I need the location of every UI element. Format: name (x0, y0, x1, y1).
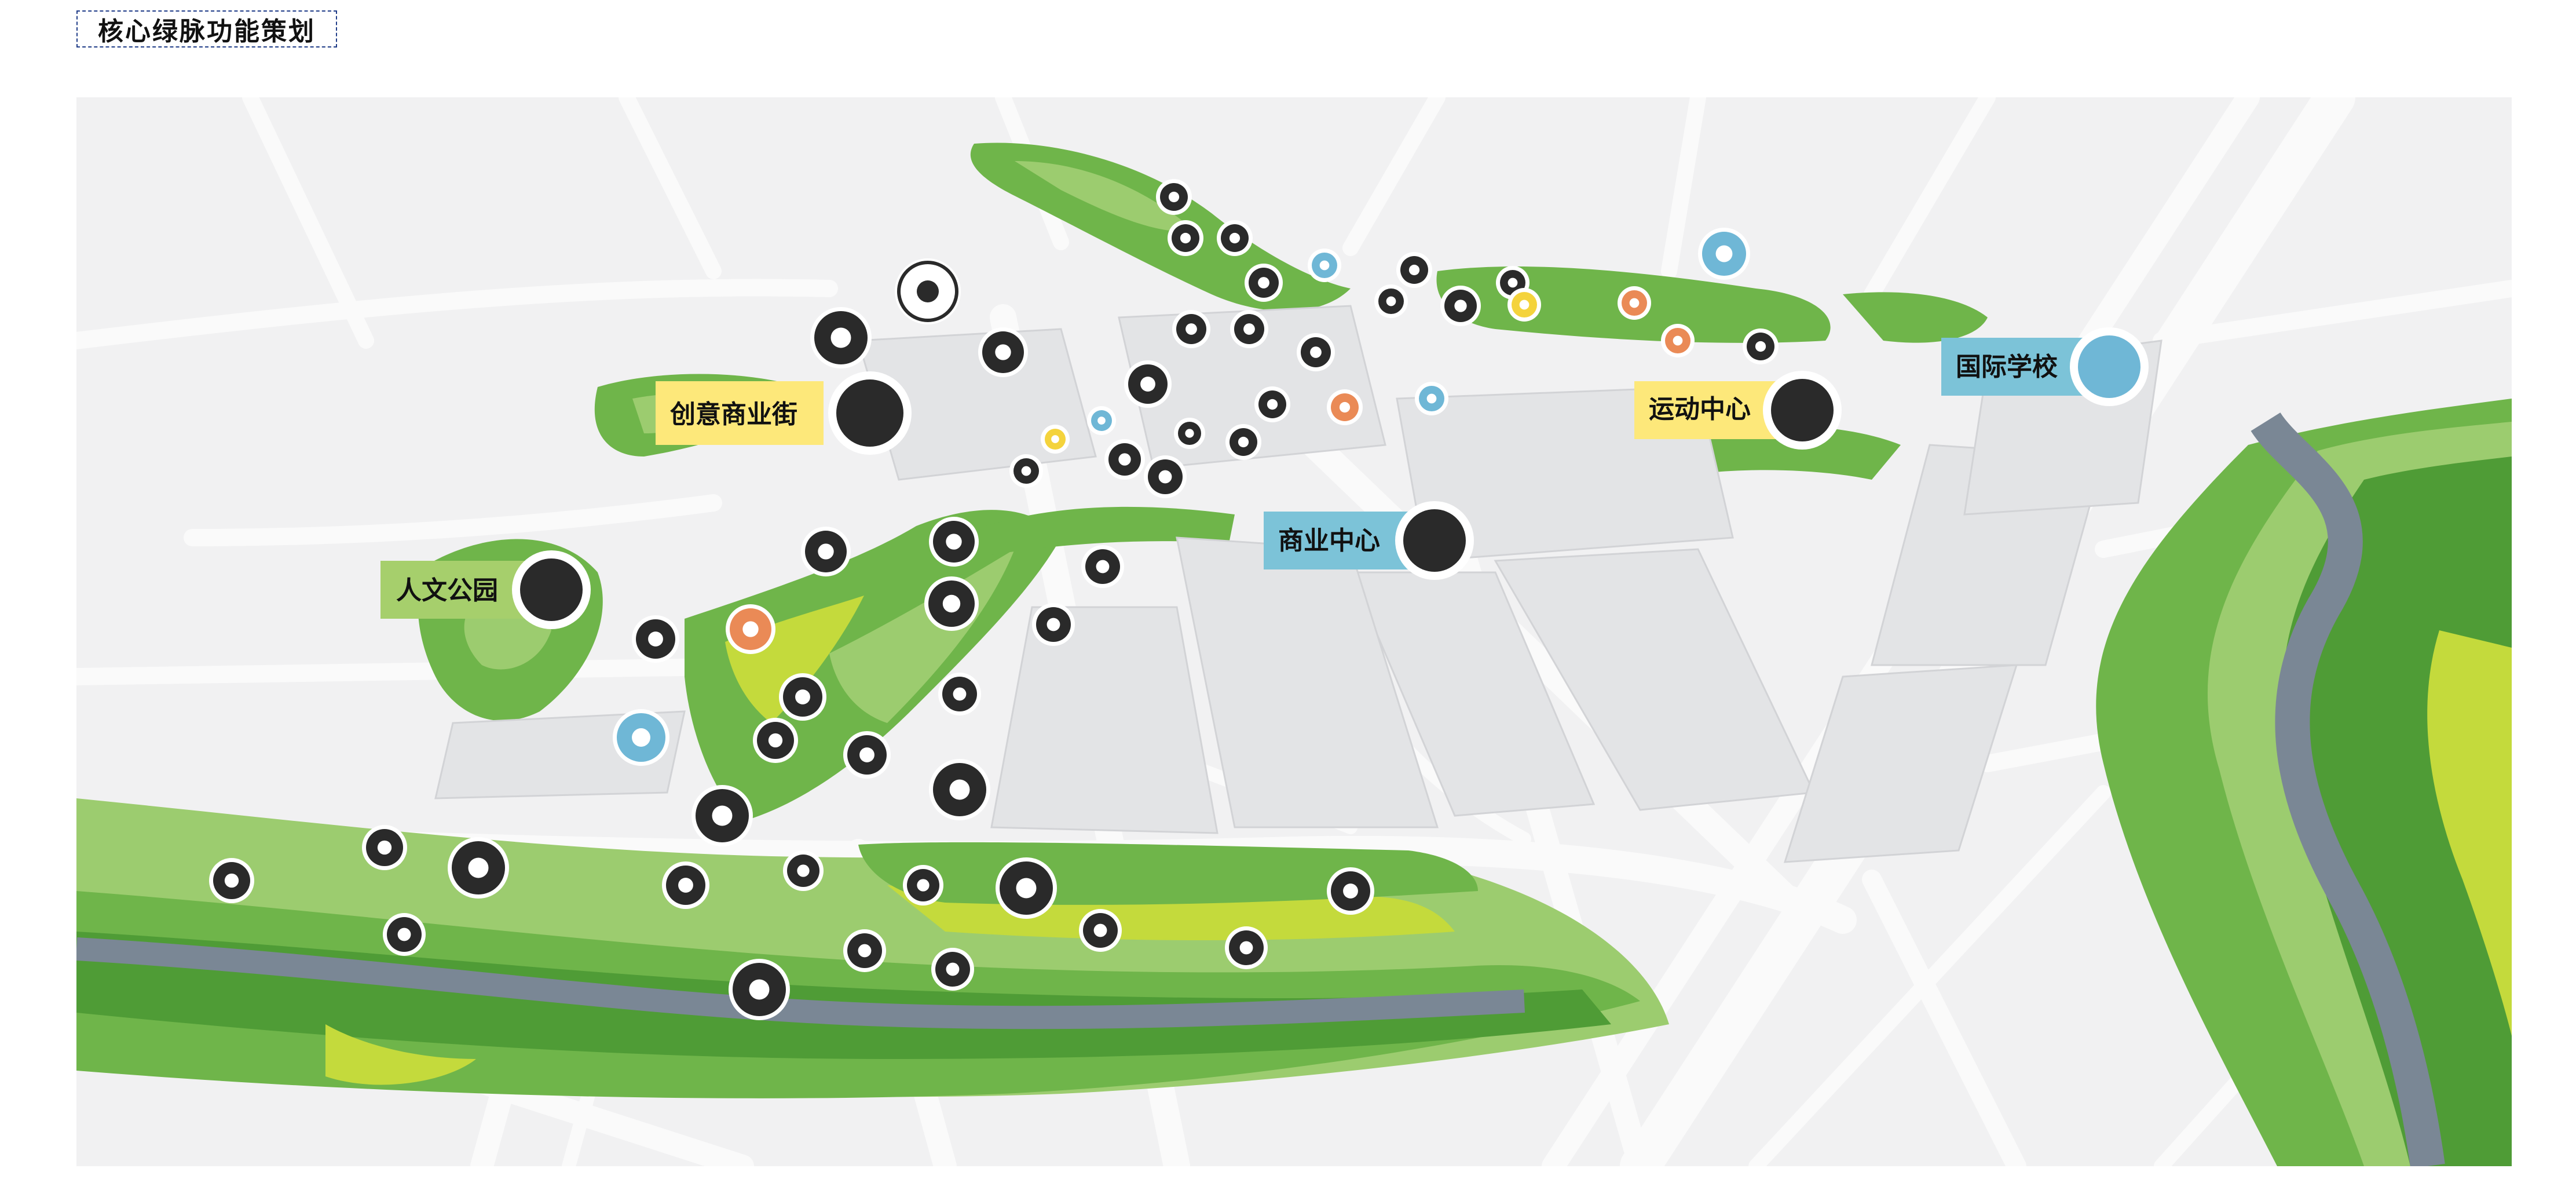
stage-icon[interactable] (1172, 310, 1210, 348)
water-waves-icon[interactable] (1308, 249, 1341, 282)
label-creative-street[interactable]: 创意商业街 (656, 371, 912, 455)
label-culture-park-text: 人文公园 (396, 576, 498, 605)
page-title: 核心绿脉功能策划 (76, 10, 337, 48)
label-international-school-text: 国际学校 (1956, 352, 2058, 382)
globe-icon[interactable] (209, 858, 254, 903)
shopping-cart-icon[interactable] (691, 785, 753, 846)
school-building-icon (2078, 335, 2140, 398)
running-person-icon (1771, 379, 1834, 441)
tie-icon[interactable] (613, 709, 669, 766)
flower-icon[interactable] (1396, 252, 1432, 288)
ladybug-icon[interactable] (1124, 360, 1172, 408)
cherry-icon[interactable] (1079, 909, 1122, 952)
map-canvas[interactable]: 创意商业街 人文公园 商业中心 运动中心 国际学校 (76, 97, 2512, 1166)
camera-icon[interactable] (801, 527, 851, 576)
label-sports-center-text: 运动中心 (1649, 395, 1751, 424)
bowl-icon[interactable] (779, 673, 826, 721)
coffee-cup-icon[interactable] (996, 857, 1057, 919)
chart-up-icon[interactable] (978, 327, 1028, 377)
record-player-icon[interactable] (383, 913, 426, 956)
briefcase-icon[interactable] (448, 837, 509, 899)
cherry-icon[interactable] (1245, 264, 1283, 302)
heart-icon[interactable] (729, 959, 790, 1020)
web-globe-icon[interactable] (810, 307, 872, 368)
restaurant-icon[interactable] (931, 948, 974, 991)
river-green-belt-east (2096, 399, 2512, 1166)
tree-icon (520, 558, 583, 621)
label-business-center[interactable]: 商业中心 (1264, 501, 1474, 580)
label-creative-street-text: 创意商业街 (670, 400, 797, 429)
music-note-icon[interactable] (1618, 286, 1651, 320)
gear-icon[interactable] (1104, 439, 1145, 480)
film-clapper-icon[interactable] (1041, 425, 1070, 454)
label-culture-park[interactable]: 人文公园 (380, 550, 591, 629)
soccer-icon[interactable] (1743, 328, 1779, 364)
chair-icon[interactable] (1225, 424, 1261, 460)
fish-icon[interactable] (1217, 220, 1253, 256)
headphones-icon[interactable] (1327, 389, 1363, 425)
record-player-icon[interactable] (1440, 286, 1481, 326)
pineapple-icon[interactable] (1174, 418, 1205, 449)
music-lyre-icon[interactable] (903, 865, 943, 905)
leaf-star-icon[interactable] (1254, 386, 1290, 422)
flower-icon[interactable] (843, 929, 886, 972)
tree-icon[interactable] (1144, 455, 1187, 498)
gift-box-icon (836, 379, 903, 447)
restaurant-icon[interactable] (1374, 284, 1408, 318)
chart-up-icon[interactable] (783, 850, 824, 891)
label-international-school[interactable]: 国际学校 (1941, 327, 2149, 406)
coffee-cup-icon[interactable] (1168, 220, 1203, 256)
watch-icon[interactable] (753, 718, 798, 763)
video-camera-icon[interactable] (726, 604, 775, 654)
airplane-icon[interactable] (1698, 228, 1750, 280)
globe-icon[interactable] (895, 258, 961, 324)
notebook-icon[interactable] (843, 731, 891, 779)
award-ribbon-icon (1403, 509, 1466, 572)
gift-icon[interactable] (1661, 324, 1695, 357)
cocktail-icon[interactable] (1032, 603, 1075, 646)
water-waves-icon[interactable] (1225, 926, 1268, 969)
money-bag-icon[interactable] (1009, 454, 1043, 488)
building-icon[interactable] (1415, 382, 1448, 415)
ring-icon[interactable] (362, 825, 407, 870)
hiking-icon[interactable] (1507, 288, 1541, 322)
music-lyre-icon[interactable] (1156, 179, 1192, 215)
mobile-phone-icon[interactable] (632, 615, 679, 663)
leaf-icon[interactable] (1081, 545, 1124, 588)
web-globe-icon[interactable] (662, 861, 709, 909)
jellyfish-icon[interactable] (1230, 310, 1268, 348)
building-blocks (434, 305, 2162, 863)
shirt-icon[interactable] (1087, 406, 1116, 435)
speech-person-icon[interactable] (929, 759, 990, 820)
hospital-plus-icon[interactable] (938, 673, 981, 715)
fish-icon[interactable] (1327, 867, 1374, 915)
butterfly-icon[interactable] (1297, 333, 1335, 371)
label-business-center-text: 商业中心 (1278, 526, 1380, 556)
document-icon[interactable] (924, 576, 979, 631)
label-sports-center[interactable]: 运动中心 (1634, 371, 1842, 450)
bar-chart-icon[interactable] (929, 517, 979, 567)
poi-icon-layer (209, 179, 1779, 1020)
